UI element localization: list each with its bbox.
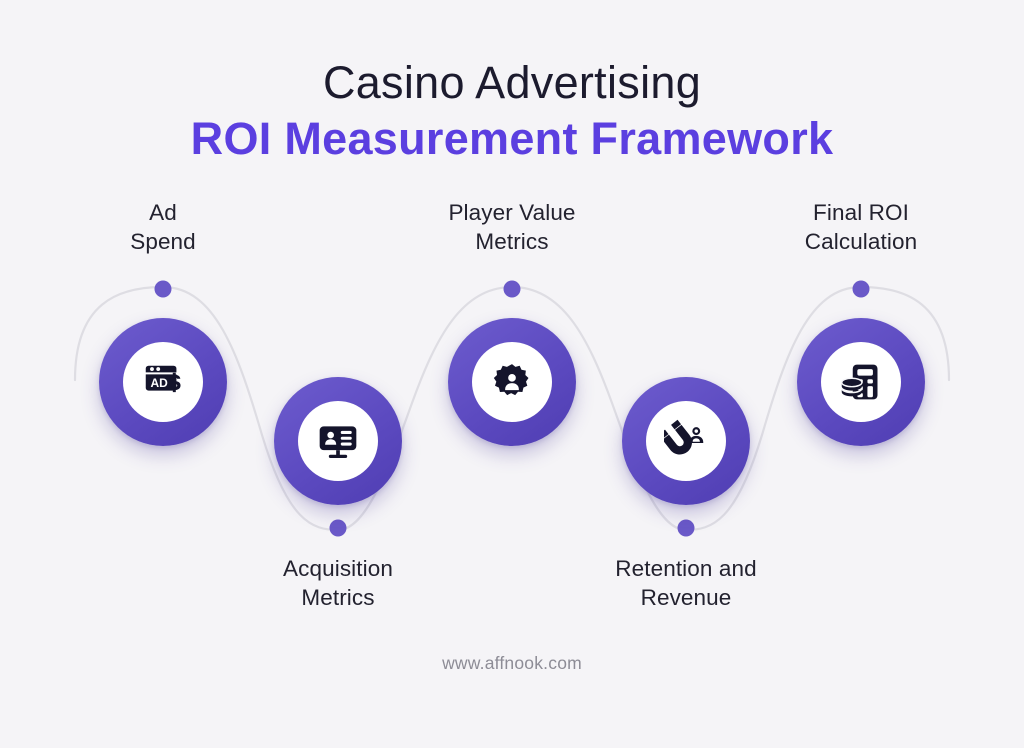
monitor-user-profile-icon xyxy=(298,401,378,481)
step-node-final-roi-calculation[interactable] xyxy=(797,318,925,446)
calculator-coins-icon xyxy=(821,342,901,422)
step-label-acquisition-metrics: Acquisition Metrics xyxy=(283,556,393,610)
magnet-user-icon xyxy=(646,401,726,481)
title-line-accent: ROI Measurement Framework xyxy=(190,113,834,165)
step-node-player-value-metrics[interactable] xyxy=(448,318,576,446)
page-title: Casino Advertising ROI Measurement Frame… xyxy=(0,57,1024,165)
gear-user-icon xyxy=(472,342,552,422)
title-line-primary: Casino Advertising xyxy=(322,57,702,108)
step-label-final-roi-calculation: Final ROI Calculation xyxy=(804,200,918,254)
node-dot-4 xyxy=(677,519,695,537)
svg-text:AD: AD xyxy=(151,376,169,390)
step-node-retention-and-revenue[interactable] xyxy=(622,377,750,505)
node-dot-3 xyxy=(503,280,521,298)
step-node-acquisition-metrics[interactable] xyxy=(274,377,402,505)
step-label-retention-and-revenue: Retention and Revenue xyxy=(615,556,757,610)
node-dot-1 xyxy=(154,280,172,298)
process-flow-diagram: AD Ad Spend Acquisition Metrics xyxy=(0,185,1024,625)
step-label-player-value-metrics: Player Value Metrics xyxy=(448,200,576,254)
ads-browser-dollar-icon: AD xyxy=(123,342,203,422)
node-dot-2 xyxy=(329,519,347,537)
step-node-ad-spend[interactable]: AD xyxy=(99,318,227,446)
footer-url: www.affnook.com xyxy=(442,653,582,673)
step-label-ad-spend: Ad Spend xyxy=(130,200,196,254)
node-dot-5 xyxy=(852,280,870,298)
